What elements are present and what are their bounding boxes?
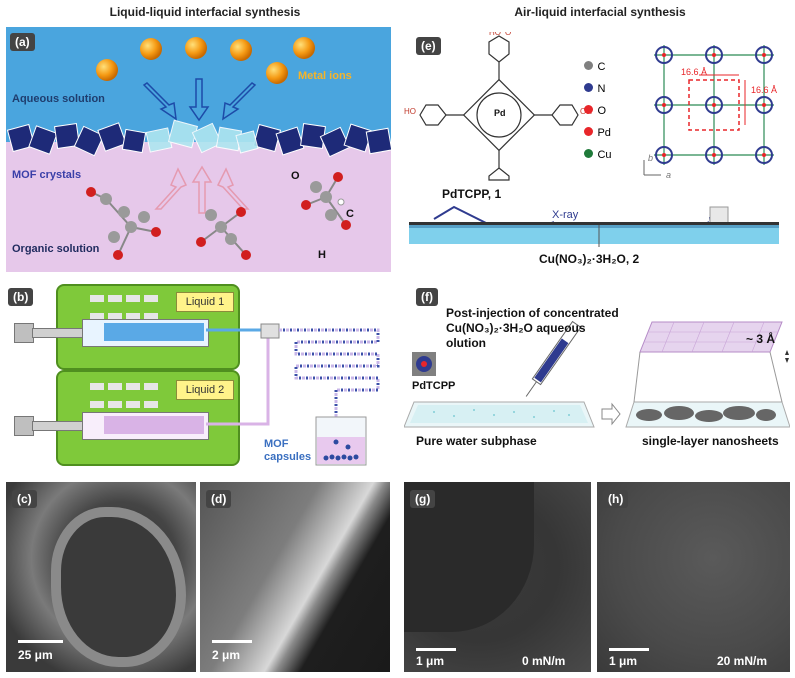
mof-crystals-label: MOF crystals (12, 169, 82, 181)
panel-f: (f) Post-injection of concentrated Cu(NO… (404, 282, 790, 470)
mof-capsules-label: MOF capsules (264, 438, 312, 463)
panel-e-label: (e) (416, 37, 441, 55)
atom-o-label: O (291, 170, 300, 182)
pump-2-display: Liquid 2 (176, 380, 234, 400)
panel-d-label: (d) (206, 490, 232, 508)
left-section-title: Liquid-liquid interfacial synthesis (109, 5, 301, 19)
panel-h: (h) 1 μm 20 mN/m (597, 482, 790, 672)
panel-c-scale-bar (18, 640, 63, 643)
subphase-label: Pure water subphase (416, 434, 537, 448)
compound-2-label: Cu(NO₃)₂·3H₂O, 2 (539, 252, 640, 266)
thickness-label: ~ 3 Å (746, 332, 776, 346)
panel-h-label: (h) (603, 490, 629, 508)
tubing-and-beaker (206, 323, 380, 466)
panel-c-scale-text: 25 μm (18, 648, 53, 662)
panel-f-illustration (404, 320, 790, 428)
panel-a-label: (a) (10, 33, 35, 51)
legend-item-cu: Cu (584, 145, 612, 163)
panel-g-label: (g) (410, 490, 436, 508)
legend-item-c: C (584, 57, 605, 75)
post-injection-line3: olution (446, 336, 486, 350)
lattice-dimension-1: 16.6 Å (681, 67, 708, 77)
nanosheets-label: single-layer nanosheets (642, 434, 779, 448)
pd-center-label: Pd (494, 108, 506, 118)
panel-g-pressure: 0 mN/m (522, 654, 566, 668)
pdtcpp-label: PdTCPP (412, 380, 456, 392)
post-injection-line1: Post-injection of concentrated (446, 306, 619, 320)
syringe-2 (14, 410, 214, 440)
svg-text:HO: HO (404, 107, 416, 116)
aqueous-solution-label: Aqueous solution (12, 93, 105, 105)
panel-a: (a) Metal ions Aqueous solution MOF crys… (6, 27, 391, 272)
capsule-shell (51, 507, 186, 667)
legend-item-n: N (584, 79, 605, 97)
syringe-1 (14, 317, 214, 347)
panel-g-scale-bar (416, 648, 456, 651)
panel-b: (b) Liquid 1 Liquid 2 MOF capsules (6, 282, 391, 470)
organic-solution-label: Organic solution (12, 243, 100, 255)
lattice-dimension-2: 16.6 Å (751, 85, 778, 95)
panel-h-scale-text: 1 μm (609, 654, 638, 668)
atom-c-label: C (346, 208, 354, 220)
legend-item-o: O (584, 101, 606, 119)
legend-item-pd: Pd (584, 123, 611, 141)
pump-2-keypad (88, 378, 168, 414)
svg-text:HO: HO (489, 32, 501, 37)
right-section-title: Air-liquid interfacial synthesis (514, 5, 686, 19)
panel-g: (g) 1 μm 0 mN/m (404, 482, 591, 672)
compound-1-label: PdTCPP, 1 (442, 187, 502, 201)
mof-lattice (643, 45, 774, 176)
panel-b-label: (b) (8, 288, 34, 306)
post-injection-line2: Cu(NO₃)₂·3H₂O aqueous (446, 321, 586, 335)
panel-h-pressure: 20 mN/m (717, 654, 768, 668)
panel-a-illustration (6, 27, 391, 272)
pump-1-keypad (88, 290, 168, 326)
panel-d-scale-bar (212, 640, 252, 643)
panel-d-scale-text: 2 μm (212, 648, 241, 662)
svg-text:O: O (505, 32, 511, 37)
xray-label: X-ray (552, 209, 579, 221)
atom-h-label: H (318, 249, 326, 261)
panel-h-scale-bar (609, 648, 649, 651)
axis-a-label: a (666, 170, 672, 180)
langmuir-trough (409, 205, 779, 247)
panel-c: (c) 25 μm (6, 482, 196, 672)
panel-d: (d) 2 μm (200, 482, 390, 672)
panel-c-label: (c) (12, 490, 37, 508)
panel-g-scale-text: 1 μm (416, 654, 445, 668)
pump-1-display: Liquid 1 (176, 292, 234, 312)
axis-b-label: b (648, 153, 654, 163)
metal-ions-label: Metal ions (298, 70, 352, 82)
panel-f-label: (f) (416, 288, 438, 306)
